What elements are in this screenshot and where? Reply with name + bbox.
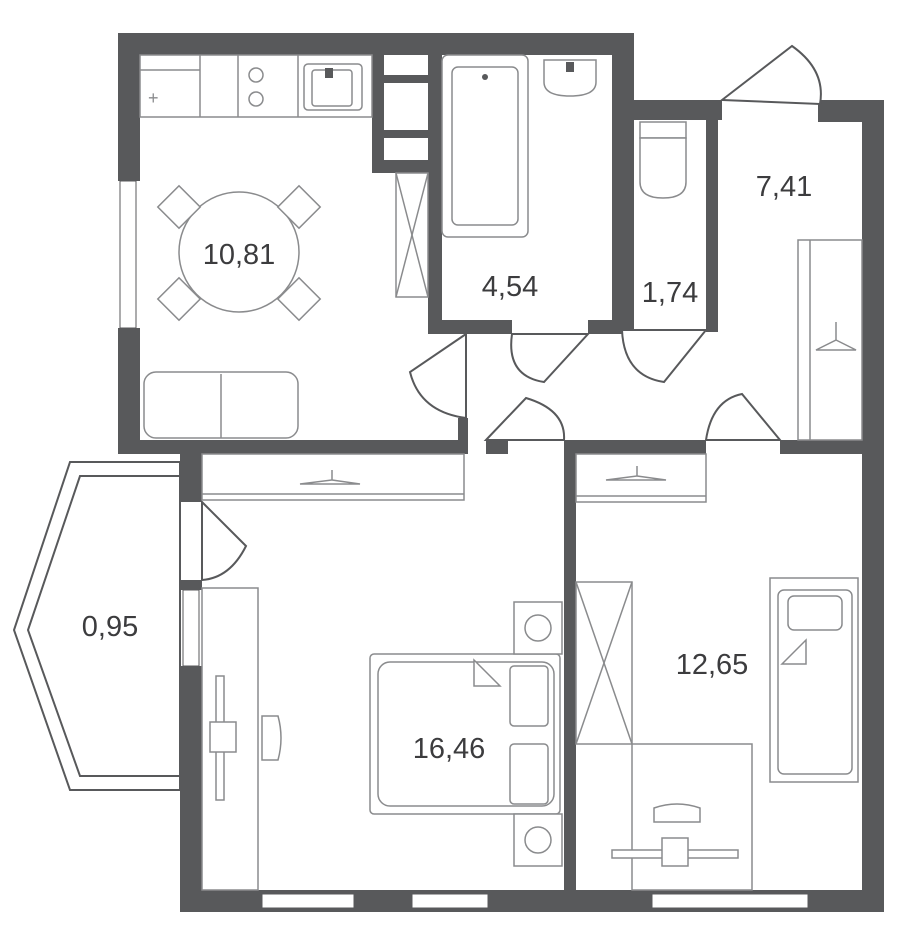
bathroom-area-label: 4,54 (482, 271, 538, 303)
doors (201, 44, 822, 582)
area-labels: 10,81 4,54 1,74 7,41 0,95 16,46 12,65 (82, 171, 812, 765)
bedroom-furniture (575, 453, 859, 891)
kitchen-furniture: + (139, 54, 429, 439)
balcony-area-label: 0,95 (82, 611, 138, 643)
toilet-furniture (639, 121, 687, 199)
living-room-area-label: 16,46 (413, 733, 486, 765)
hallway-area-label: 7,41 (756, 171, 812, 203)
bathroom-furniture (441, 54, 597, 238)
walls (118, 33, 884, 912)
toilet-area-label: 1,74 (642, 277, 698, 309)
living-room-furniture (201, 453, 563, 891)
bedroom-area-label: 12,65 (676, 649, 749, 681)
kitchen-area-label: 10,81 (203, 239, 276, 271)
svg-text:+: + (148, 88, 159, 108)
hallway-wardrobe (797, 239, 863, 441)
